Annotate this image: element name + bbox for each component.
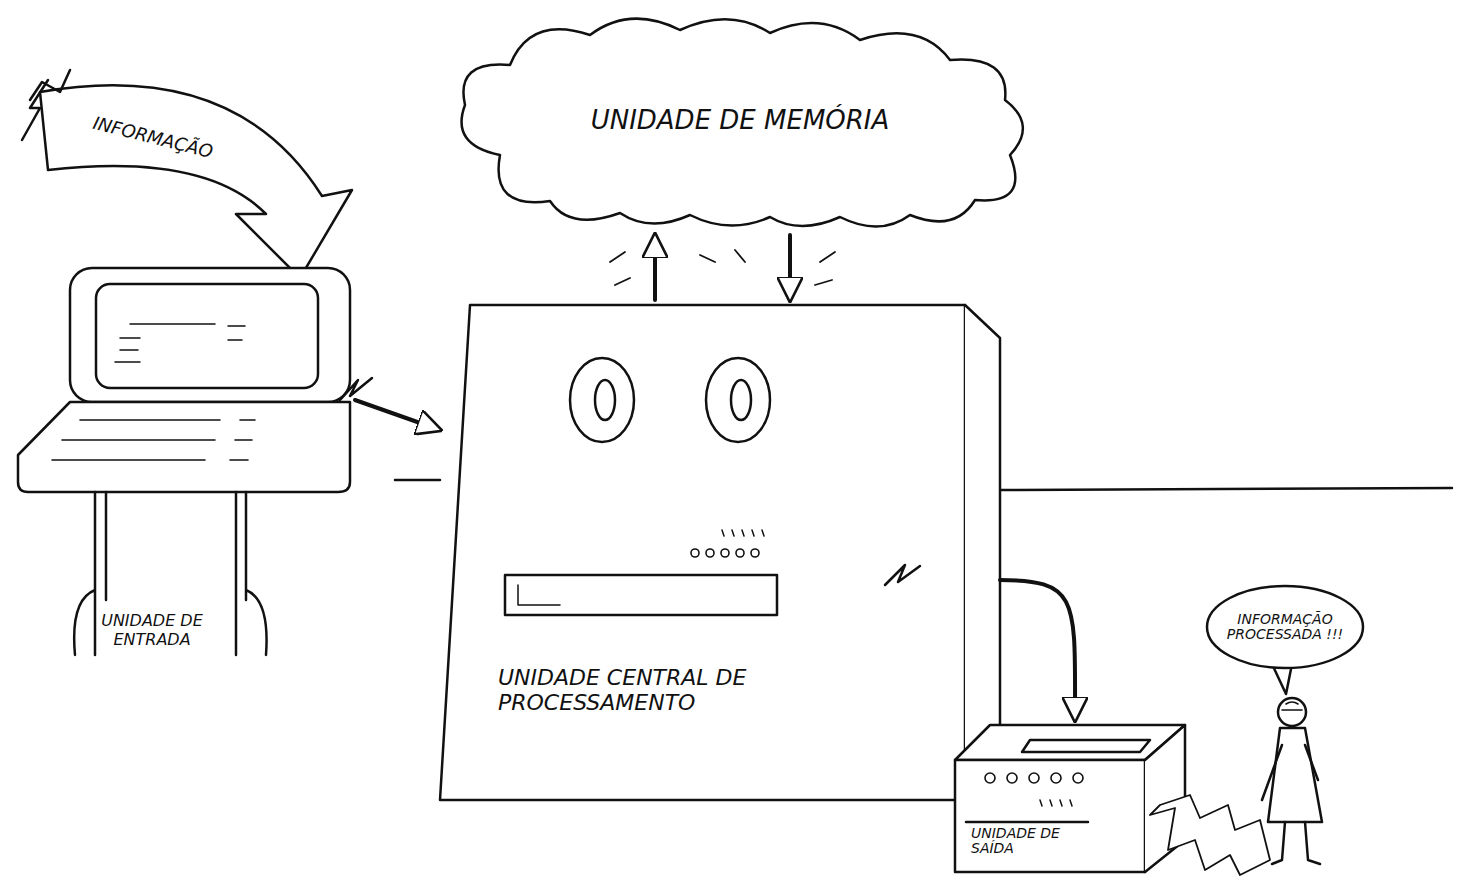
cpu-eye-inner (731, 380, 751, 420)
cpu-front (440, 305, 965, 800)
person-arm (1262, 745, 1318, 800)
cpu-slot-inner (518, 585, 560, 605)
output-unit: UNIDADE DE SAÍDA (955, 720, 1185, 872)
memory-cloud: UNIDADE DE MEMÓRIA (440, 5, 1040, 235)
printer-front (955, 760, 1145, 872)
speech-bubble: INFORMAÇÃO PROCESSADA !!! (1205, 584, 1365, 670)
lightning (340, 378, 372, 400)
printout (1150, 795, 1270, 875)
cpu-dots (691, 549, 759, 557)
lightning (30, 70, 70, 100)
unit-label: UNIDADE DE SAÍDA (971, 826, 1081, 857)
cloud-shape (462, 19, 1023, 227)
person-legs (1272, 822, 1320, 864)
flow-arrow (1000, 580, 1075, 720)
printer-dots (985, 773, 1083, 783)
printer-slot (1022, 740, 1150, 752)
person-head (1278, 698, 1306, 726)
keys (52, 420, 255, 460)
flow-arrow (653, 235, 657, 300)
unit-label: INFORMAÇÃO PROCESSADA !!! (1223, 612, 1347, 643)
cpu-lights (722, 530, 764, 536)
printer-lights (1040, 800, 1072, 806)
cpu-eye-inner (595, 380, 615, 420)
screen-marks (115, 324, 245, 362)
cpu-eye (706, 358, 770, 442)
unit-label: UNIDADE DE MEMÓRIA (591, 105, 890, 135)
person-glasses (1282, 702, 1302, 710)
monitor-body (70, 268, 350, 402)
unit-label: UNIDADE DE ENTRADA (100, 611, 204, 649)
person-coat (1268, 728, 1322, 822)
cpu-eye (570, 358, 634, 442)
flow-arrow (355, 400, 440, 430)
input-unit: UNIDADE DE ENTRADA (20, 265, 355, 655)
lightning (22, 80, 48, 140)
lightning (885, 565, 920, 585)
cpu-slot (505, 575, 777, 615)
cpu-box: UNIDADE CENTRAL DE PROCESSAMENTO (440, 300, 1000, 800)
printer-line (966, 821, 1088, 824)
unit-label: UNIDADE CENTRAL DE PROCESSAMENTO (498, 665, 778, 715)
keyboard (18, 402, 350, 492)
ellipse-shape (1207, 586, 1363, 668)
information-arrow (40, 85, 352, 278)
memory-spark (610, 250, 835, 285)
monitor-screen (96, 284, 318, 388)
terminal-stand (74, 492, 266, 655)
flow-arrow (788, 235, 792, 300)
